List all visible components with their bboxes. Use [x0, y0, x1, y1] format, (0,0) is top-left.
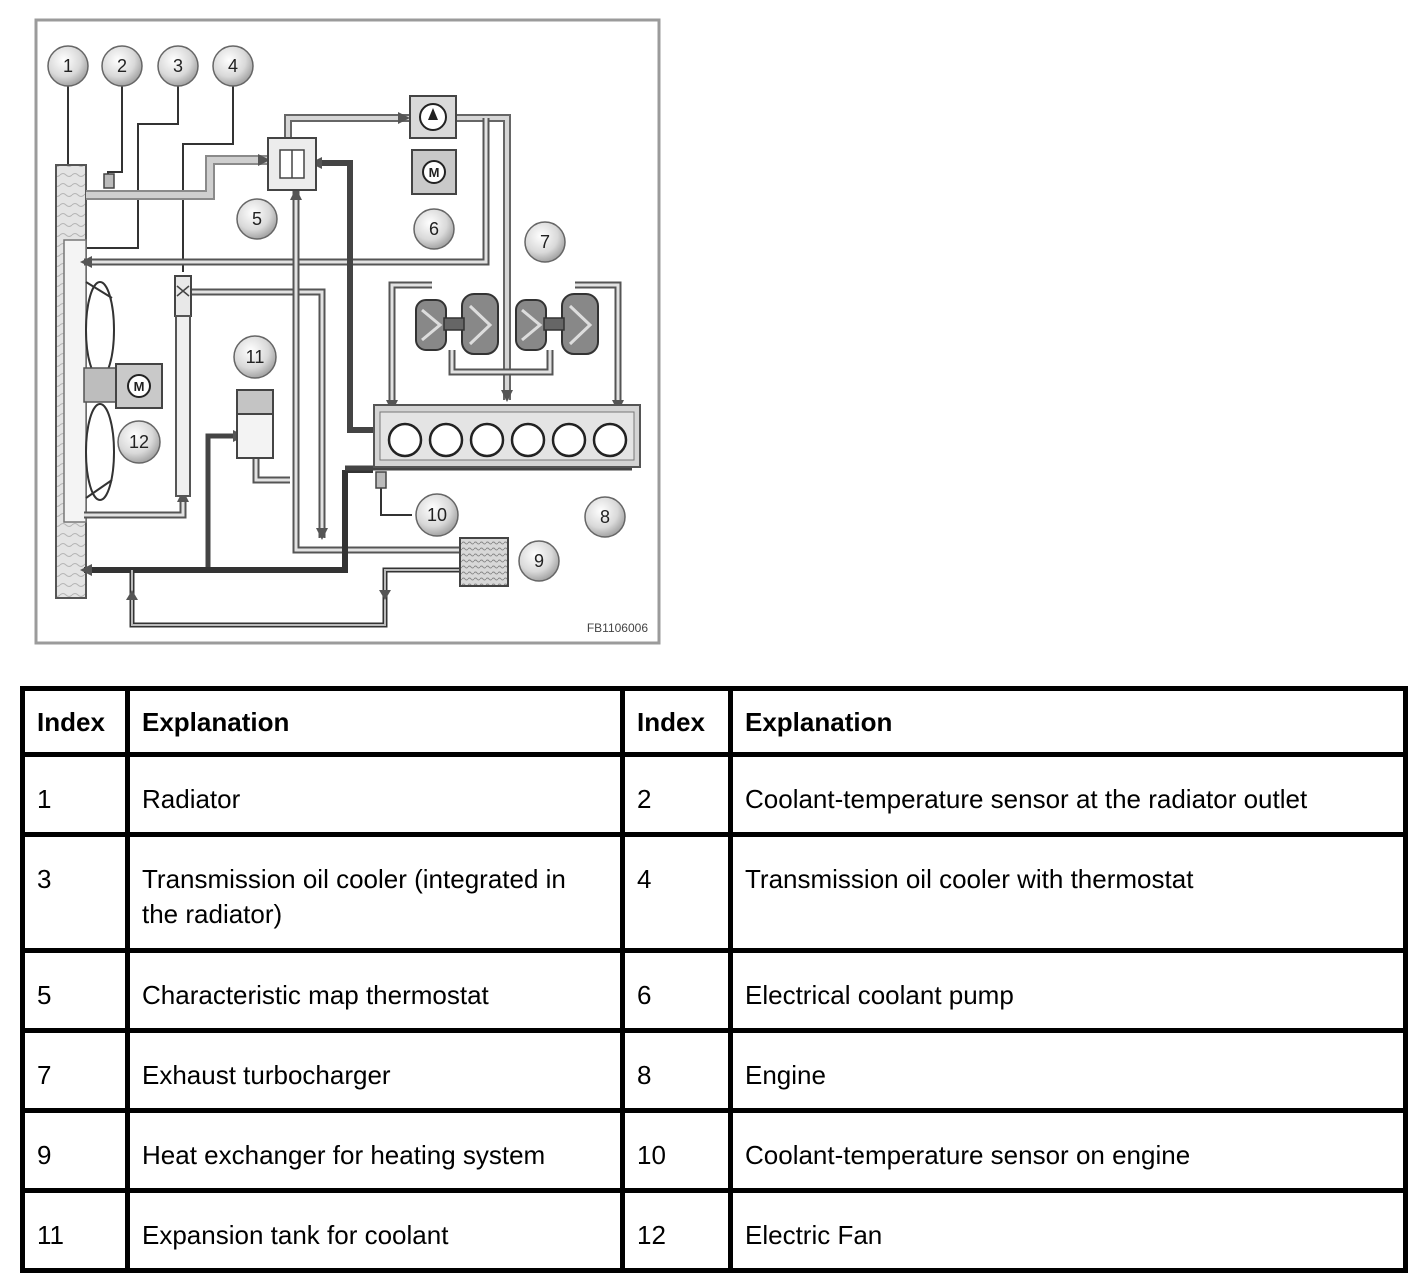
table-row: 9 Heat exchanger for heating system 10 C…: [20, 1108, 1408, 1193]
explanation-cell: Engine: [728, 1028, 1408, 1113]
callout-11: 11: [233, 335, 277, 379]
engine-temperature-sensor: [375, 471, 387, 489]
explanation-cell: Electrical coolant pump: [728, 948, 1408, 1033]
map-thermostat: [267, 137, 317, 191]
electric-fan: M: [83, 281, 163, 501]
svg-text:7: 7: [540, 232, 550, 252]
svg-text:1: 1: [63, 56, 73, 76]
electric-coolant-pump: M: [409, 95, 457, 195]
callout-5: 5: [236, 198, 278, 240]
header-index: Index: [20, 686, 130, 757]
table-row: 7 Exhaust turbocharger 8 Engine: [20, 1028, 1408, 1113]
header-explanation: Explanation: [728, 686, 1408, 757]
index-cell: 6: [620, 948, 733, 1033]
radiator-outlet-sensor: [103, 173, 115, 189]
svg-text:12: 12: [129, 432, 149, 452]
callout-2: 2: [101, 45, 143, 87]
callout-6: 6: [413, 208, 455, 250]
svg-text:10: 10: [427, 505, 447, 525]
svg-text:11: 11: [246, 347, 265, 367]
fan-motor-label: M: [134, 379, 145, 394]
index-cell: 10: [620, 1108, 733, 1193]
index-cell: 9: [20, 1108, 130, 1193]
pump-motor-label: M: [429, 165, 440, 180]
explanation-cell: Electric Fan: [728, 1188, 1408, 1273]
expansion-tank: [236, 389, 274, 459]
engine-block: [373, 404, 641, 468]
table-row: 3 Transmission oil cooler (integrated in…: [20, 832, 1408, 953]
transmission-oil-cooler: [174, 275, 192, 497]
explanation-cell: Coolant-temperature sensor on engine: [728, 1108, 1408, 1193]
coolant-pipes: [84, 114, 632, 628]
callout-9: 9: [518, 540, 560, 582]
callout-7: 7: [524, 221, 566, 263]
explanation-cell: Radiator: [125, 752, 625, 837]
legend-table: Index Explanation Index Explanation 1 Ra…: [20, 686, 1408, 1273]
index-cell: 2: [620, 752, 733, 837]
index-cell: 3: [20, 832, 130, 953]
index-cell: 1: [20, 752, 130, 837]
explanation-cell: Heat exchanger for heating system: [125, 1108, 625, 1193]
svg-text:3: 3: [173, 56, 183, 76]
figure-id: FB1106006: [587, 621, 648, 635]
header-index: Index: [620, 686, 733, 757]
legend-header-row: Index Explanation Index Explanation: [20, 686, 1408, 757]
svg-text:5: 5: [252, 209, 262, 229]
index-cell: 5: [20, 948, 130, 1033]
table-row: 11 Expansion tank for coolant 12 Electri…: [20, 1188, 1408, 1273]
index-cell: 12: [620, 1188, 733, 1273]
turbocharger-right: [515, 293, 599, 355]
svg-text:2: 2: [117, 56, 127, 76]
explanation-cell: Exhaust turbocharger: [125, 1028, 625, 1113]
callout-4: 4: [212, 45, 254, 87]
explanation-cell: Expansion tank for coolant: [125, 1188, 625, 1273]
svg-text:4: 4: [228, 56, 238, 76]
callout-8: 8: [584, 496, 626, 538]
svg-text:8: 8: [600, 507, 610, 527]
svg-text:6: 6: [429, 219, 439, 239]
explanation-cell: Coolant-temperature sensor at the radiat…: [728, 752, 1408, 837]
radiator-oil-cooler-section: [63, 239, 87, 523]
cooling-system-diagram: M: [34, 18, 661, 645]
heat-exchanger: [459, 537, 509, 587]
callout-10: 10: [415, 493, 459, 537]
table-row: 1 Radiator 2 Coolant-temperature sensor …: [20, 752, 1408, 837]
callout-1: 1: [47, 45, 89, 87]
callout-3: 3: [157, 45, 199, 87]
explanation-cell: Transmission oil cooler (integrated in t…: [125, 832, 625, 953]
callout-12: 12: [117, 420, 161, 464]
index-cell: 4: [620, 832, 733, 953]
table-row: 5 Characteristic map thermostat 6 Electr…: [20, 948, 1408, 1033]
index-cell: 11: [20, 1188, 130, 1273]
header-explanation: Explanation: [125, 686, 625, 757]
index-cell: 7: [20, 1028, 130, 1113]
index-cell: 8: [620, 1028, 733, 1113]
turbocharger-left: [415, 293, 499, 355]
svg-text:9: 9: [534, 551, 544, 571]
explanation-cell: Characteristic map thermostat: [125, 948, 625, 1033]
flow-arrows: [80, 112, 624, 600]
explanation-cell: Transmission oil cooler with thermostat: [728, 832, 1408, 953]
